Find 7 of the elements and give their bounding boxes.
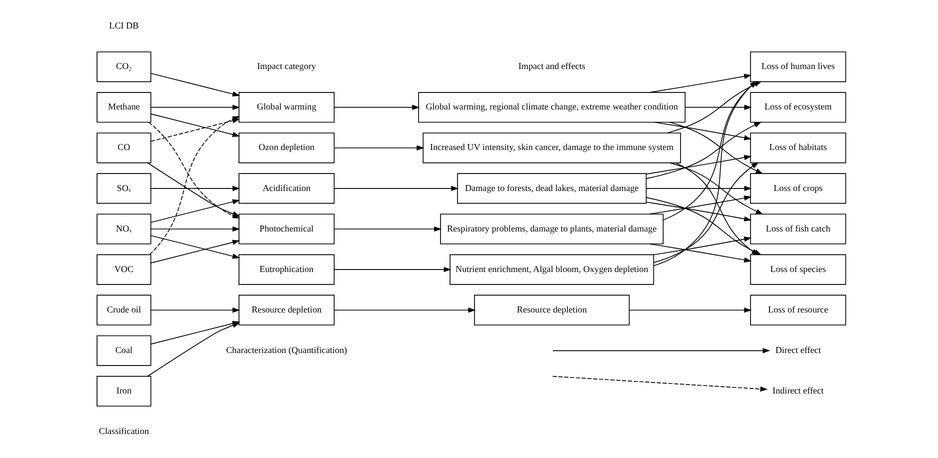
legend-label: Indirect effect (772, 386, 824, 396)
label: Impact and effects (518, 61, 585, 72)
label: Characterization (Quantification) (226, 344, 347, 355)
label: Impact category (256, 61, 316, 72)
label: Classification (98, 426, 148, 436)
label: LCI DB (108, 20, 138, 31)
legend-label: Direct effect (774, 344, 820, 355)
